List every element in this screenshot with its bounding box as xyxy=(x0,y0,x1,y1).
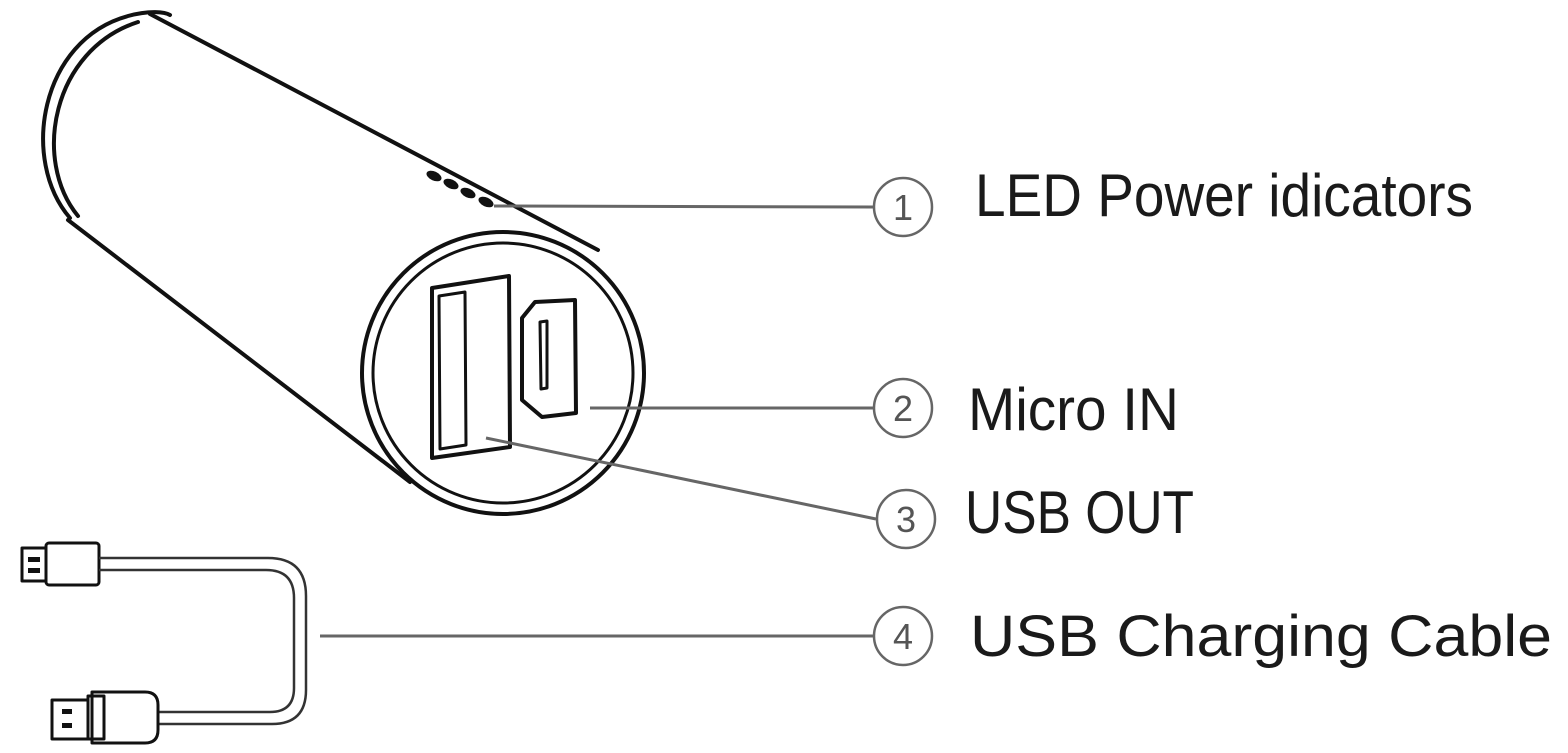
usb-a-pin xyxy=(62,709,72,714)
callout-label-led-power-indicators: LED Power idicators xyxy=(975,162,1473,229)
cable-wire-inner xyxy=(99,568,296,714)
callout-label-usb-charging-cable: USB Charging Cable xyxy=(970,604,1552,669)
micro-in-port xyxy=(520,298,578,419)
leader-line-3 xyxy=(485,436,877,521)
micro-in-port-outline xyxy=(520,298,578,419)
usb-a-plug-collar xyxy=(86,694,106,741)
power-bank-bottom-edge xyxy=(66,218,412,484)
led-indicators xyxy=(426,170,494,208)
callout-2: 2 Micro IN xyxy=(872,376,1179,443)
usb-out-port-outline xyxy=(430,274,512,460)
power-bank-top-edge xyxy=(148,12,600,252)
led-dot xyxy=(443,178,459,190)
callout-number: 3 xyxy=(896,499,916,540)
callout-number: 1 xyxy=(893,187,913,228)
micro-usb-pin xyxy=(28,568,40,573)
usb-a-plug-tip xyxy=(50,698,90,741)
power-bank-back-cap-rim xyxy=(51,20,140,218)
led-dot xyxy=(460,187,476,199)
callout-number-circle xyxy=(872,377,934,439)
micro-usb-plug-tip xyxy=(20,546,48,583)
callout-number: 2 xyxy=(893,388,913,429)
usb-a-pin xyxy=(62,723,72,728)
callout-1: 1 LED Power idicators xyxy=(872,162,1473,238)
callout-number-circle xyxy=(872,605,934,667)
micro-usb-pin xyxy=(28,557,40,562)
led-dot xyxy=(478,196,494,208)
usb-out-port-tongue xyxy=(437,290,468,451)
usb-a-plug-sleeve xyxy=(90,690,160,745)
callout-number: 4 xyxy=(893,616,913,657)
power-bank xyxy=(41,10,646,516)
usb-out-port xyxy=(430,274,512,460)
power-bank-back-cap xyxy=(41,10,172,220)
micro-usb-plug-body xyxy=(44,541,101,587)
front-face-outer-ring xyxy=(360,230,646,516)
callout-label-usb-out: USB OUT xyxy=(965,479,1194,546)
callout-label-micro-in: Micro IN xyxy=(968,376,1179,443)
leader-line-1 xyxy=(493,204,875,209)
callout-number-circle xyxy=(875,488,937,550)
callout-4: 4 USB Charging Cable xyxy=(872,604,1552,669)
leader-lines xyxy=(320,204,877,638)
usb-charging-cable xyxy=(20,541,308,745)
cable-wire-outer xyxy=(99,556,308,726)
front-face-inner-ring xyxy=(371,241,635,505)
callout-3: 3 USB OUT xyxy=(875,479,1194,550)
led-dot xyxy=(426,170,442,182)
micro-in-port-slot xyxy=(538,319,549,391)
callout-number-circle xyxy=(872,176,934,238)
